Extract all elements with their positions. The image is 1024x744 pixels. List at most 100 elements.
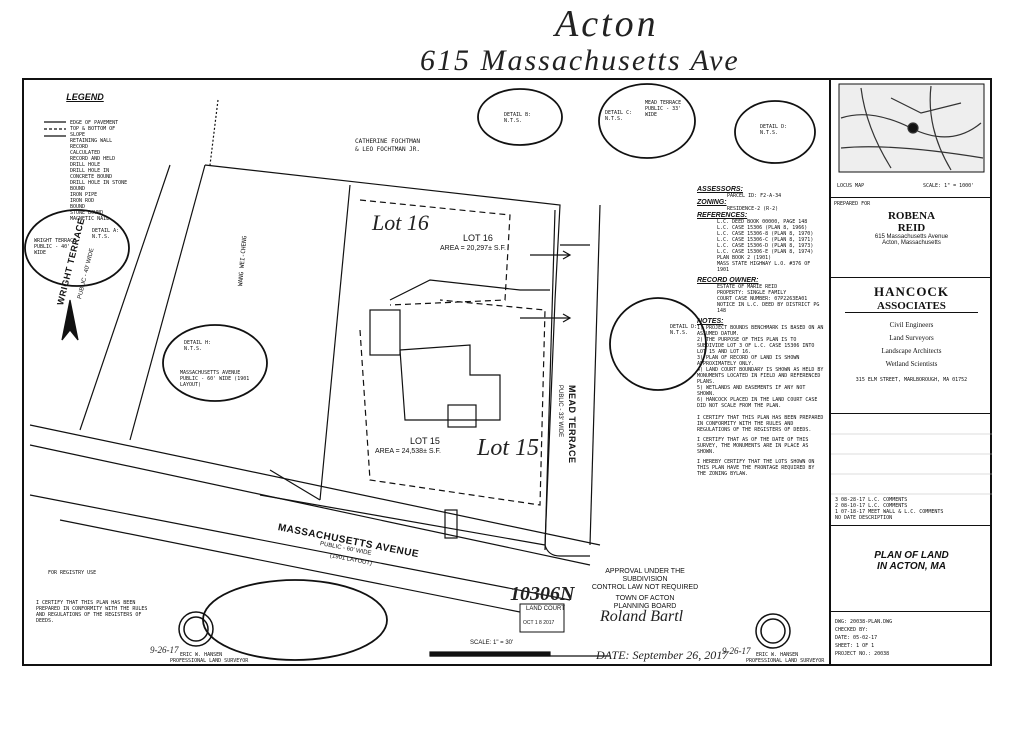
abutter-north: CATHERINE FOCHTMAN & LEO FOCHTMAN JR. (355, 138, 420, 154)
revision-row: NO DATE DESCRIPTION (835, 515, 893, 521)
approval-block: APPROVAL UNDER THE SUBDIVISION CONTROL L… (590, 568, 700, 611)
land-court-title: LAND COURT (526, 606, 565, 612)
note-item: 5) WETLANDS AND EASEMENTS IF ANY NOT SHO… (697, 385, 806, 397)
revision-row: 2 08-10-17 L.C. COMMENTS (835, 503, 908, 509)
reference-item: L.C. CASE 15306 (PLAN 8, 1966) (717, 225, 808, 231)
lot16-area: AREA = 20,297± S.F. (440, 245, 506, 252)
certification-3: I HEREBY CERTIFY THAT THE LOTS SHOWN ON … (697, 459, 815, 477)
reference-item: L.C. CASE 15306-D (PLAN 8, 1973) (717, 243, 814, 249)
approval-date: DATE: September 26, 2017 (596, 648, 729, 662)
detail-a-label: DETAIL A: N.T.S. (92, 228, 120, 240)
approval-signature: Roland Bartl (600, 608, 684, 625)
firm-service: Civil Engineers (889, 321, 934, 329)
meta-row: CHECKED BY: (835, 627, 869, 633)
approval-line-2: CONTROL LAW NOT REQUIRED (591, 584, 699, 591)
reference-item: MASS STATE HIGHWAY L.O. #376 OF 1901 (717, 261, 811, 273)
notes-column: ASSESSORS: PARCEL ID: F2-A-34 ZONING: RE… (697, 186, 825, 477)
detail-d2-label: DETAIL D: N.T.S. (670, 324, 698, 336)
plan-title-1: PLAN OF LAND (874, 550, 949, 561)
blank-grid (831, 433, 992, 495)
note-item: 3) PLAN OF RECORD OF LAND IS SHOWN APPRO… (697, 355, 800, 367)
detail-b-label: DETAIL B: N.T.S. (504, 112, 532, 124)
legend-title: LEGEND (66, 92, 104, 102)
lot15-label: LOT 15 (410, 436, 440, 446)
record-owner-item: NOTICE IN L.C. DEED BY DISTRICT PG 148 (717, 302, 820, 314)
note-item: 2) THE PURPOSE OF THIS PLAN IS TO SUBDIV… (697, 337, 815, 355)
left-surveyor-name: ERIC W. HANSEN (180, 652, 223, 658)
legend-item: RETAINING WALL (70, 138, 113, 144)
title-block: LOCUS MAP SCALE: 1" = 1000' PREPARED FOR… (829, 78, 992, 666)
notes-heading: NOTES: (697, 318, 724, 325)
firm-address: 315 ELM STREET, MARLBOROUGH, MA 01752 (855, 377, 968, 383)
detail-h-label: DETAIL H: N.T.S. (184, 340, 212, 352)
scale-label: SCALE: 1" = 30' (470, 640, 514, 646)
right-surveyor-name: ERIC W. HANSEN (756, 652, 799, 658)
approval-line-3: TOWN OF ACTON (615, 595, 675, 602)
lot15-area: AREA = 24,538± S.F. (375, 448, 441, 455)
registry-box-label: FOR REGISTRY USE (48, 570, 97, 576)
assessors-text: PARCEL ID: F2-A-34 (727, 193, 782, 199)
address-handwritten: 615 Massachusetts Ave (420, 44, 740, 77)
reference-item: L.C. CASE 15306-E (PLAN 8, 1974) (717, 249, 814, 255)
locus-scale: SCALE: 1" = 1000' (923, 183, 975, 189)
client-address-1: 615 Massachusetts Avenue (874, 234, 949, 240)
left-surveyor-title: PROFESSIONAL LAND SURVEYOR (170, 658, 249, 664)
meta-row: DATE: 05-02-17 (835, 635, 878, 641)
client-section: PREPARED FOR ROBENA REID 615 Massachuset… (831, 198, 992, 278)
meta-row: SHEET: 1 OF 1 (835, 643, 875, 649)
client-address-2: Acton, Massachusetts (882, 240, 941, 246)
legend-item: CALCULATED (70, 150, 101, 156)
right-surveyor-title: PROFESSIONAL LAND SURVEYOR (746, 658, 825, 664)
cert-left-text: I CERTIFY THAT THIS PLAN HAS BEEN PREPAR… (36, 600, 148, 624)
locus-label: LOCUS MAP (837, 183, 865, 189)
right-signature-date: 9-26-17 (722, 646, 751, 656)
record-owner-item: COURT CASE NUMBER: 07P2263EA01 (717, 296, 808, 302)
client-name-1: ROBENA (887, 210, 936, 222)
detail-mead-label: MEAD TERRACE PUBLIC - 33' WIDE (645, 100, 682, 118)
land-court-date: OCT 1 8 2017 (523, 620, 555, 626)
firm-service: Land Surveyors (889, 334, 934, 342)
firm-name-2: ASSOCIATES (845, 300, 978, 313)
plan-title-section: PLAN OF LAND IN ACTON, MA (831, 526, 992, 612)
lot15-handwritten: Lot 15 (477, 435, 540, 461)
meta-row: PROJECT NO.: 20038 (835, 651, 890, 657)
note-item: 4) LAND COURT BOUNDARY IS SHOWN AS HELD … (697, 367, 824, 385)
legend-item: IRON ROD (70, 198, 95, 204)
legend-item: TOP & BOTTOM OF SLOPE (70, 126, 116, 138)
revision-row: 3 08-28-17 L.C. COMMENTS (835, 497, 908, 503)
approval-line-4: PLANNING BOARD (613, 603, 677, 610)
detail-c-label: DETAIL C: N.T.S. (605, 110, 633, 122)
detail-d-label: DETAIL D: N.T.S. (760, 124, 788, 136)
notes-list: 1) PROJECT BOUNDS BENCHMARK IS BASED ON … (697, 325, 825, 409)
reference-item: L.C. CASE 15306-8 (PLAN 8, 1970) (717, 231, 814, 237)
detail-wright-label: WRIGHT TERRACE PUBLIC - 40' WIDE (34, 238, 77, 256)
assessors-heading: ASSESSORS: (697, 186, 743, 193)
locus-map (838, 83, 985, 173)
left-signature-date: 9-26-17 (150, 645, 179, 655)
zoning-heading: ZONING: (697, 199, 727, 206)
reference-item: PLAN BOOK 2 (1901) (717, 255, 772, 261)
plan-title-2: IN ACTON, MA (877, 561, 946, 572)
legend-item: RECORD AND HELD (70, 156, 116, 162)
legend-item: IRON PIPE (70, 192, 98, 198)
mead-terrace-label: MEAD TERRACE (567, 385, 577, 464)
legend-item: DRILL HOLE IN STONE BOUND (70, 180, 128, 192)
client-name-2: REID (897, 222, 926, 234)
certification-1: I CERTIFY THAT THIS PLAN HAS BEEN PREPAR… (697, 415, 824, 433)
legend-item: EDGE OF PAVEMENT (70, 120, 119, 126)
firm-name-1: HANCOCK (874, 284, 949, 299)
firm-service: Landscape Architects (881, 347, 942, 355)
firm-service: Wetland Scientists (885, 360, 938, 368)
legend-item: STONE BOUND (70, 210, 104, 216)
lot16-label: LOT 16 (463, 233, 493, 243)
lot16-handwritten: Lot 16 (372, 210, 429, 235)
note-item: 6) HANCOCK PLACED IN THE LAND COURT CASE… (697, 397, 818, 409)
